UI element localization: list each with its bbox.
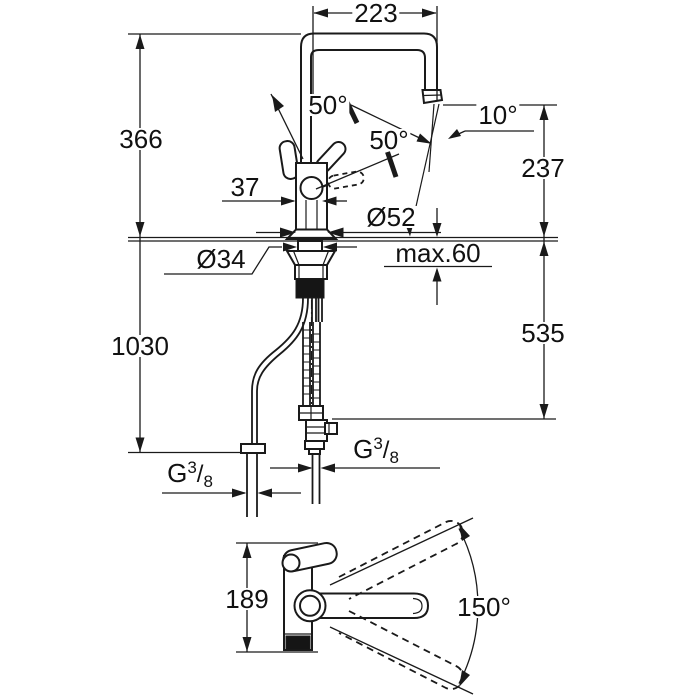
angle-10-label: 10° <box>476 100 520 130</box>
dim-189-label: 189 <box>223 584 271 614</box>
swivel-joint-inner <box>299 594 321 617</box>
thread-slash: / <box>196 461 204 488</box>
dim-366-label: 366 <box>117 124 165 154</box>
angle-valve <box>305 419 328 442</box>
spout-outer-outline <box>300 32 438 163</box>
handle-lever-dashed <box>327 170 365 190</box>
body-base-black <box>285 635 311 651</box>
angle-150-label: 150° <box>455 592 513 622</box>
thread-g38-right-label: G3/8 <box>351 434 401 467</box>
thread-slash: / <box>382 437 390 464</box>
dim-535-label: 535 <box>519 318 567 348</box>
left-hose-fitting <box>240 443 266 454</box>
mounting-shank <box>297 240 323 252</box>
thread-g38-left-label: G3/8 <box>165 458 215 491</box>
thread-numerator: 3 <box>373 434 383 453</box>
handle-lever-closed <box>278 140 300 180</box>
spout-top-view <box>309 592 430 619</box>
threaded-tailpiece <box>295 278 325 299</box>
spout-dashed-lower <box>338 610 464 690</box>
dim-1030-label: 1030 <box>109 331 171 361</box>
countertop <box>128 236 558 242</box>
thread-g: G <box>353 434 374 464</box>
top-view <box>236 517 479 695</box>
dia-52-label: Ø52 <box>364 202 418 232</box>
thread-denominator: 8 <box>203 472 213 491</box>
dim-37-label: 37 <box>228 172 262 202</box>
dimension-lines-front <box>128 6 557 498</box>
valve-handle <box>324 422 338 435</box>
mousseur-outlet <box>421 89 444 105</box>
thread-denominator: 8 <box>389 448 399 467</box>
left-supply-hose <box>251 297 304 444</box>
braided-hose-left <box>302 322 311 406</box>
max-60-label: max.60 <box>393 238 483 268</box>
thread-g: G <box>167 458 188 488</box>
ball-joint <box>299 176 324 200</box>
braided-hose-right <box>312 322 321 406</box>
spout-dashed-upper <box>338 520 464 600</box>
dia-34-label: Ø34 <box>194 244 248 274</box>
mounting-assembly <box>240 240 338 517</box>
thread-numerator: 3 <box>187 458 197 477</box>
dim-237-label: 237 <box>519 153 567 183</box>
dim-223-label: 223 <box>352 0 400 28</box>
angle-50-lower-label: 50° <box>367 125 411 155</box>
mounting-cylinder <box>294 264 328 280</box>
angle-50-upper-label: 50° <box>306 90 350 120</box>
spout-inner-outline <box>310 49 426 163</box>
